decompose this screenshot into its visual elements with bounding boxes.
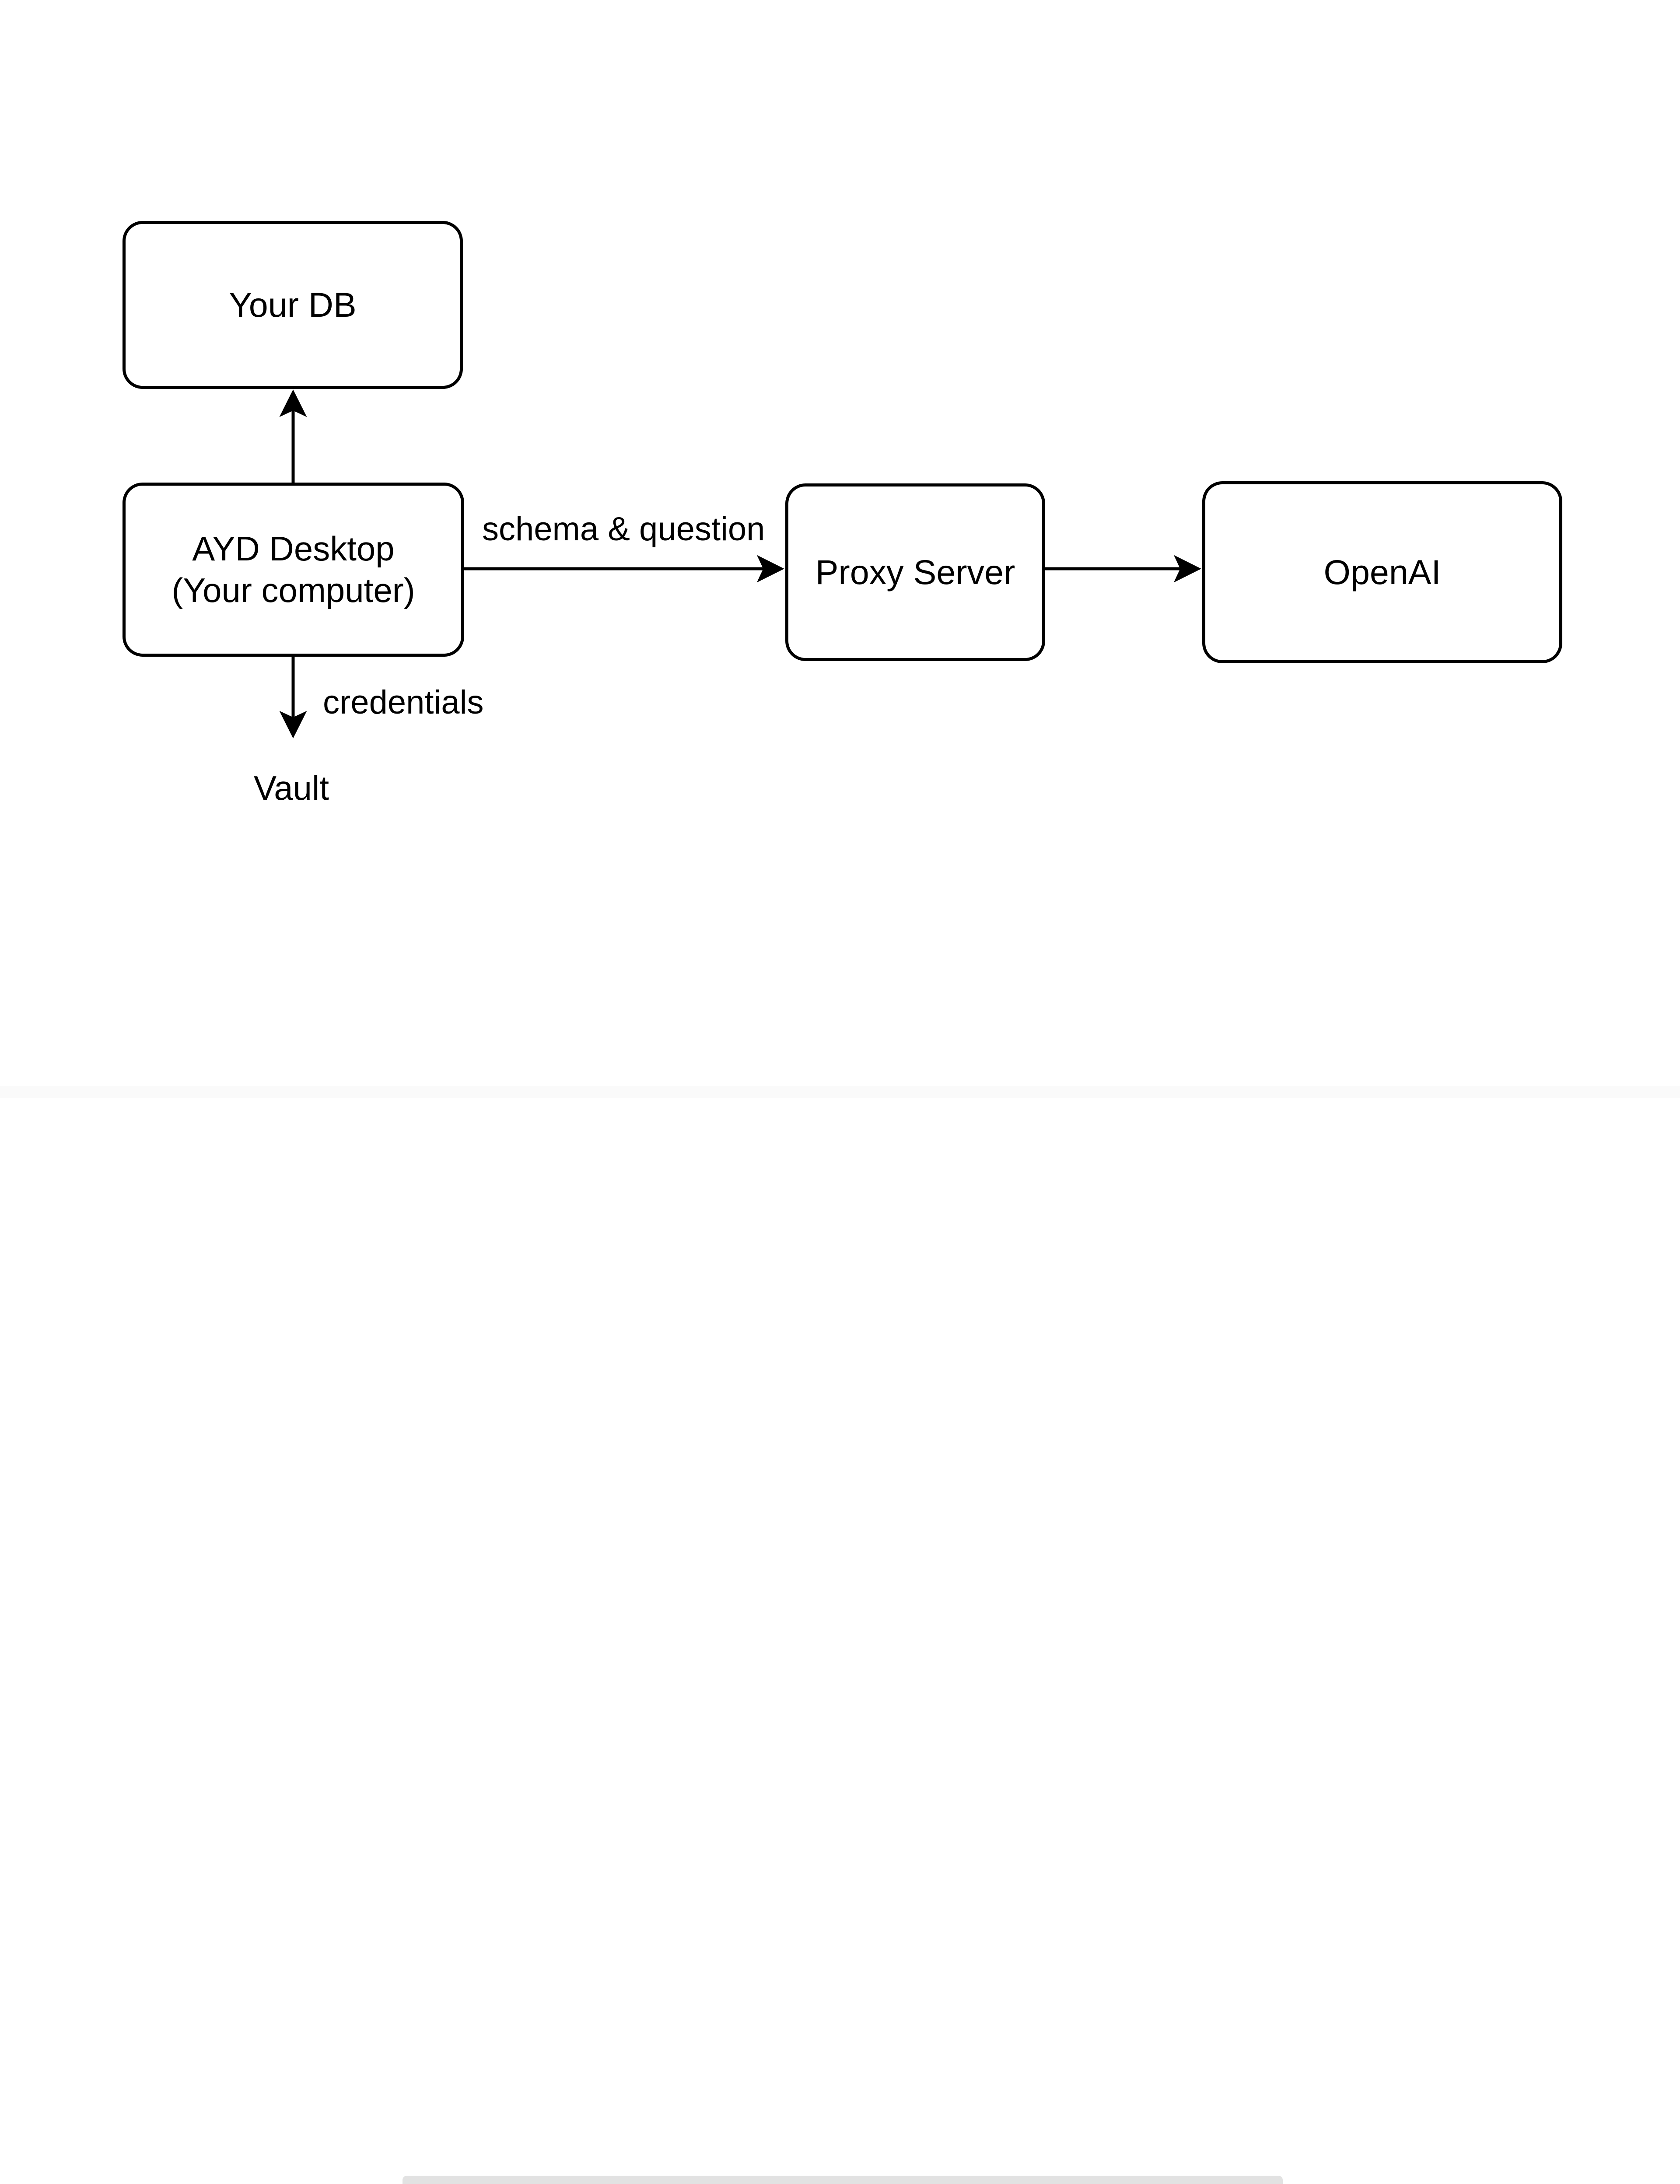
horizontal-scrollbar-thumb[interactable] <box>402 2176 1283 2184</box>
edge-label-schema-question: schema & question <box>482 511 765 548</box>
horizontal-scrollbar-track[interactable] <box>0 1086 1680 2184</box>
node-ayd-desktop[interactable]: AYD Desktop (Your computer) <box>122 483 464 657</box>
node-proxy-server[interactable]: Proxy Server <box>785 483 1045 661</box>
node-your-db[interactable]: Your DB <box>122 221 463 389</box>
edge-label-credentials: credentials <box>323 684 484 721</box>
node-vault-label: Vault <box>254 769 329 807</box>
diagram-canvas: Your DB AYD Desktop (Your computer) Prox… <box>0 221 1680 2184</box>
node-openai[interactable]: OpenAI <box>1202 481 1562 663</box>
